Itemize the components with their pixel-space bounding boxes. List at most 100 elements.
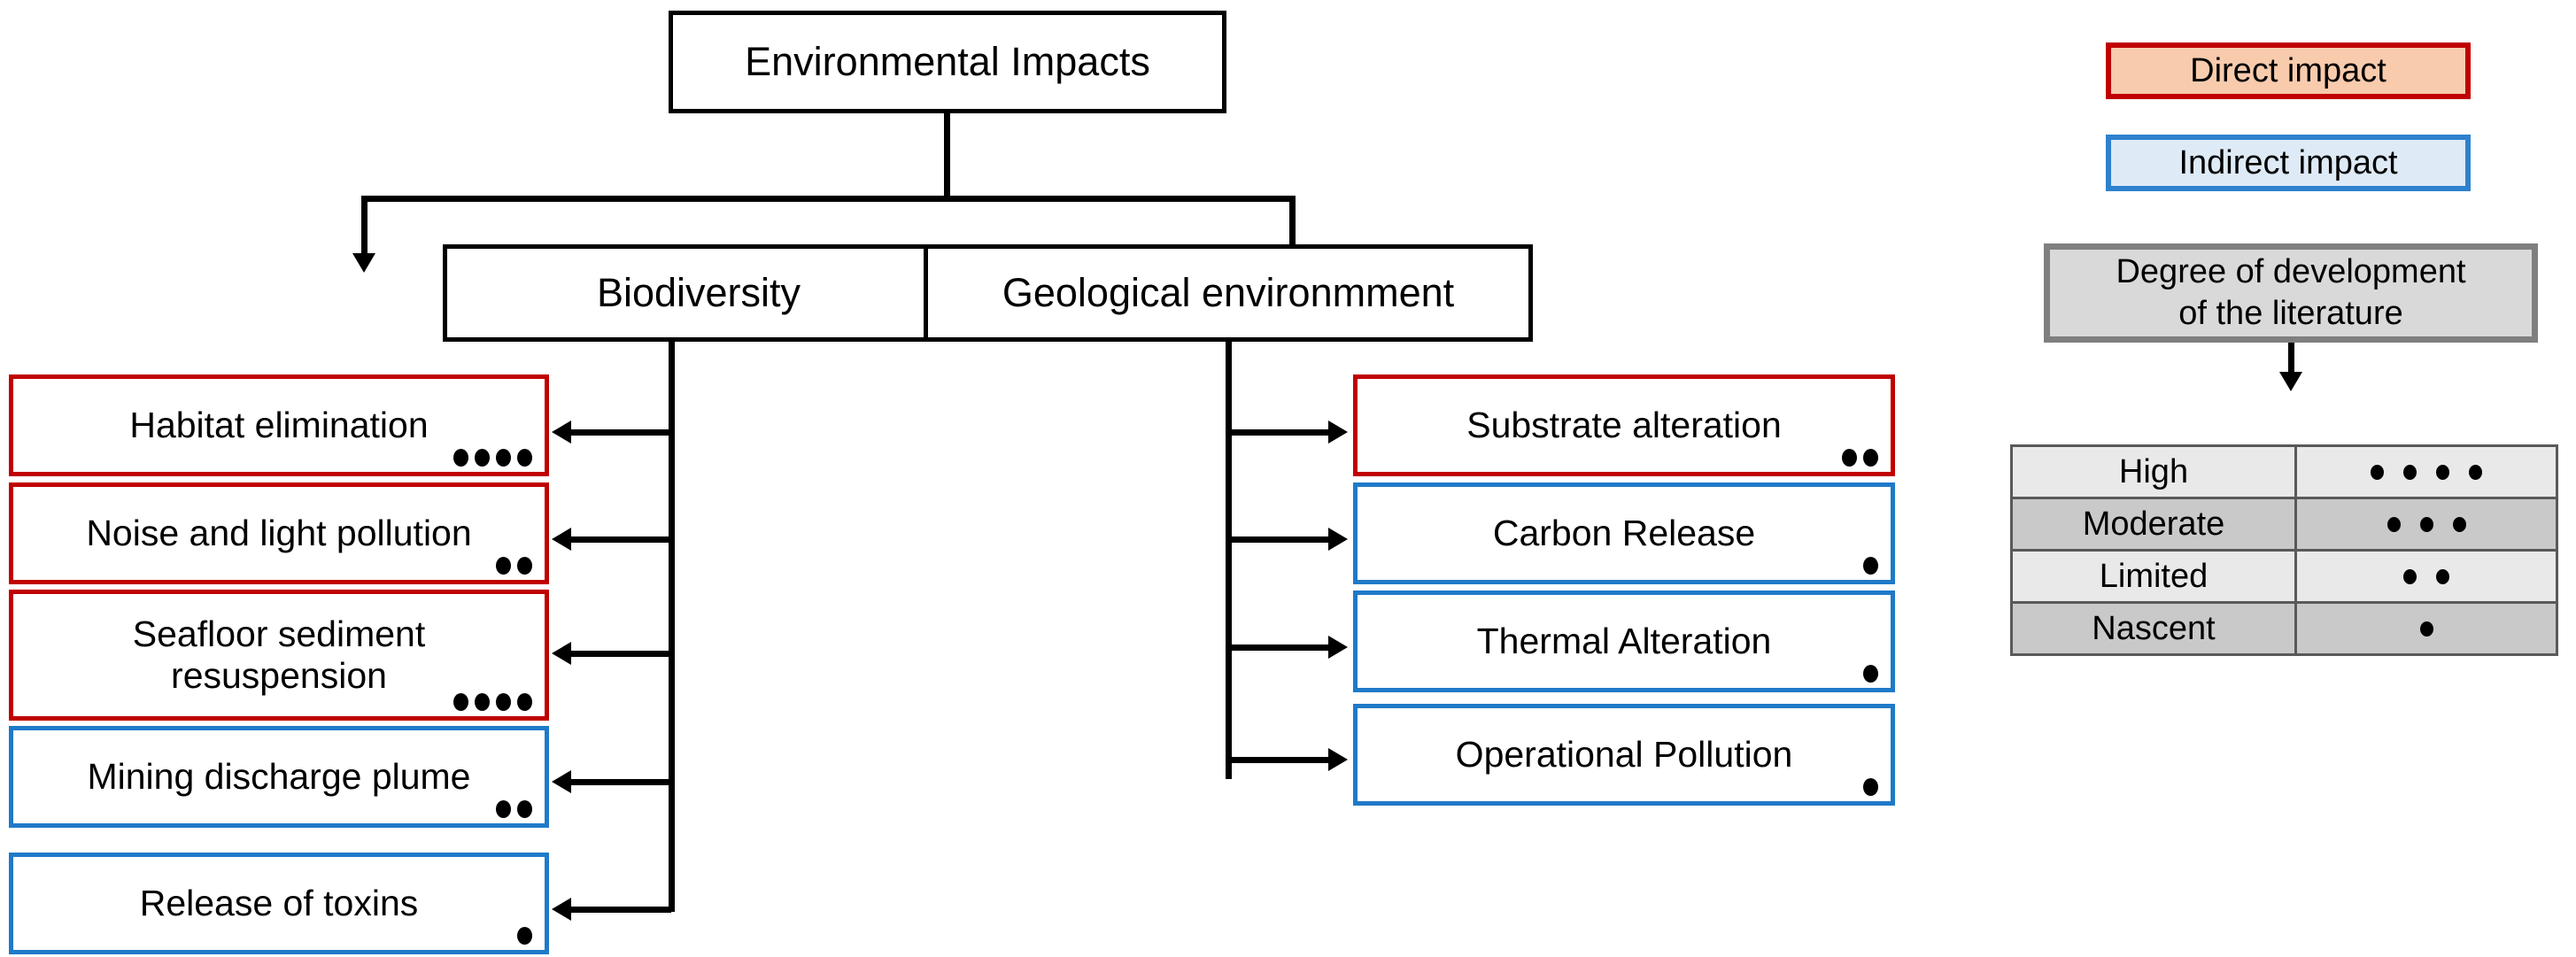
- connector-root-split: [361, 196, 1296, 202]
- connector-biodiversity-trunk: [669, 342, 675, 912]
- node-operational-pollution[interactable]: Operational Pollution: [1353, 704, 1895, 806]
- connector-geo-2: [1229, 536, 1329, 543]
- node-substrate-alteration[interactable]: Substrate alteration: [1353, 374, 1895, 476]
- literature-dot: [2403, 464, 2417, 480]
- node-label: Release of toxins: [139, 882, 419, 923]
- connector-bio-5: [571, 907, 671, 913]
- literature-dot: [475, 693, 490, 711]
- degree-level-dots: [2294, 497, 2558, 552]
- arrowhead-degree-table: [2279, 372, 2302, 391]
- connector-geo-4: [1229, 757, 1329, 763]
- node-biodiversity[interactable]: Biodiversity: [443, 244, 955, 342]
- connector-root-stem: [944, 113, 950, 198]
- literature-dot: [517, 927, 532, 945]
- legend-direct-impact[interactable]: Direct impact: [2106, 42, 2471, 99]
- literature-dot: [1863, 449, 1878, 467]
- table-row[interactable]: High: [2010, 444, 2558, 499]
- literature-dots: [496, 557, 532, 575]
- table-row[interactable]: Limited: [2010, 549, 2558, 604]
- connector-geological-trunk: [1226, 342, 1232, 779]
- literature-dot: [475, 449, 490, 467]
- connector-geo-1: [1229, 429, 1329, 436]
- arrowhead-bio-5: [552, 898, 571, 921]
- node-label: Habitat elimination: [129, 404, 429, 445]
- node-release-of-toxins[interactable]: Release of toxins: [9, 853, 549, 954]
- literature-dot: [496, 693, 511, 711]
- connector-bio-4: [571, 779, 671, 785]
- node-habitat-elimination[interactable]: Habitat elimination: [9, 374, 549, 476]
- degree-level-name: Nascent: [2010, 601, 2297, 656]
- literature-dot: [453, 449, 468, 467]
- degree-table-body: High Moderate Limited Nascent: [2010, 444, 2558, 656]
- table-row[interactable]: Nascent: [2010, 601, 2558, 656]
- connector-bio-1: [571, 429, 671, 436]
- literature-dot: [496, 800, 511, 818]
- node-label: Geological environmment: [1002, 270, 1455, 316]
- node-label: Carbon Release: [1492, 512, 1756, 553]
- literature-dots: [1842, 449, 1878, 467]
- node-geological-environment[interactable]: Geological environmment: [924, 244, 1533, 342]
- legend-label: Indirect impact: [2178, 143, 2398, 181]
- arrowhead-bio-4: [552, 770, 571, 793]
- literature-dot: [496, 557, 511, 575]
- arrowhead-geo-2: [1328, 528, 1348, 551]
- literature-dot: [517, 449, 532, 467]
- node-seafloor-sediment-resuspension[interactable]: Seafloor sediment resuspension: [9, 590, 549, 721]
- literature-dots: [1863, 778, 1878, 796]
- legend-indirect-impact[interactable]: Indirect impact: [2106, 135, 2471, 191]
- legend-label: Direct impact: [2190, 51, 2386, 89]
- arrowhead-geo-4: [1328, 748, 1348, 771]
- literature-dots: [496, 800, 532, 818]
- literature-dot: [2386, 516, 2401, 532]
- node-label: Operational Pollution: [1455, 733, 1793, 775]
- connector-degree-to-table: [2288, 343, 2294, 376]
- connector-bio-2: [571, 536, 671, 543]
- node-carbon-release[interactable]: Carbon Release: [1353, 482, 1895, 584]
- literature-dot: [1863, 778, 1878, 796]
- node-label: Substrate alteration: [1466, 404, 1782, 445]
- literature-dot: [453, 693, 468, 711]
- literature-dot: [2436, 464, 2449, 480]
- literature-dot: [517, 557, 532, 575]
- literature-dot: [2371, 464, 2384, 480]
- node-mining-discharge-plume[interactable]: Mining discharge plume: [9, 726, 549, 828]
- connector-root-to-biodiversity: [361, 196, 367, 262]
- literature-dots: [1863, 557, 1878, 575]
- degree-of-development-header[interactable]: Degree of development of the literature: [2044, 243, 2538, 343]
- literature-dot: [1842, 449, 1857, 467]
- literature-dots: [517, 927, 532, 945]
- table-row[interactable]: Moderate: [2010, 497, 2558, 552]
- node-label: Environmental Impacts: [745, 39, 1150, 85]
- arrowhead-bio-2: [552, 528, 571, 551]
- node-label: Noise and light pollution: [86, 512, 472, 553]
- literature-dots: [453, 449, 532, 467]
- literature-dot: [1863, 557, 1878, 575]
- connector-root-to-geological: [1289, 196, 1296, 262]
- degree-level-dots: [2294, 444, 2558, 499]
- node-environmental-impacts[interactable]: Environmental Impacts: [669, 11, 1226, 113]
- node-label: Seafloor sediment resuspension: [132, 613, 426, 696]
- node-label: Mining discharge plume: [87, 755, 471, 797]
- arrowhead-geo-1: [1328, 421, 1348, 444]
- degree-level-name: High: [2010, 444, 2297, 499]
- node-thermal-alteration[interactable]: Thermal Alteration: [1353, 590, 1895, 692]
- literature-dot: [517, 693, 532, 711]
- degree-level-dots: [2294, 549, 2558, 604]
- literature-dot: [2436, 568, 2449, 584]
- literature-dot: [1863, 665, 1878, 683]
- degree-of-development-table: High Moderate Limited Nascent: [2010, 444, 2558, 656]
- literature-dot: [2403, 568, 2417, 584]
- node-label: Biodiversity: [596, 270, 801, 316]
- degree-level-name: Limited: [2010, 549, 2297, 604]
- arrowhead-geo-3: [1328, 636, 1348, 659]
- node-noise-and-light-pollution[interactable]: Noise and light pollution: [9, 482, 549, 584]
- literature-dot: [2419, 516, 2433, 532]
- literature-dots: [453, 693, 532, 711]
- connector-bio-3: [571, 651, 671, 657]
- node-label: Thermal Alteration: [1476, 620, 1772, 661]
- literature-dot: [2469, 464, 2482, 480]
- connector-geo-3: [1229, 644, 1329, 651]
- degree-header-label: Degree of development of the literature: [2116, 252, 2466, 333]
- literature-dots: [1863, 665, 1878, 683]
